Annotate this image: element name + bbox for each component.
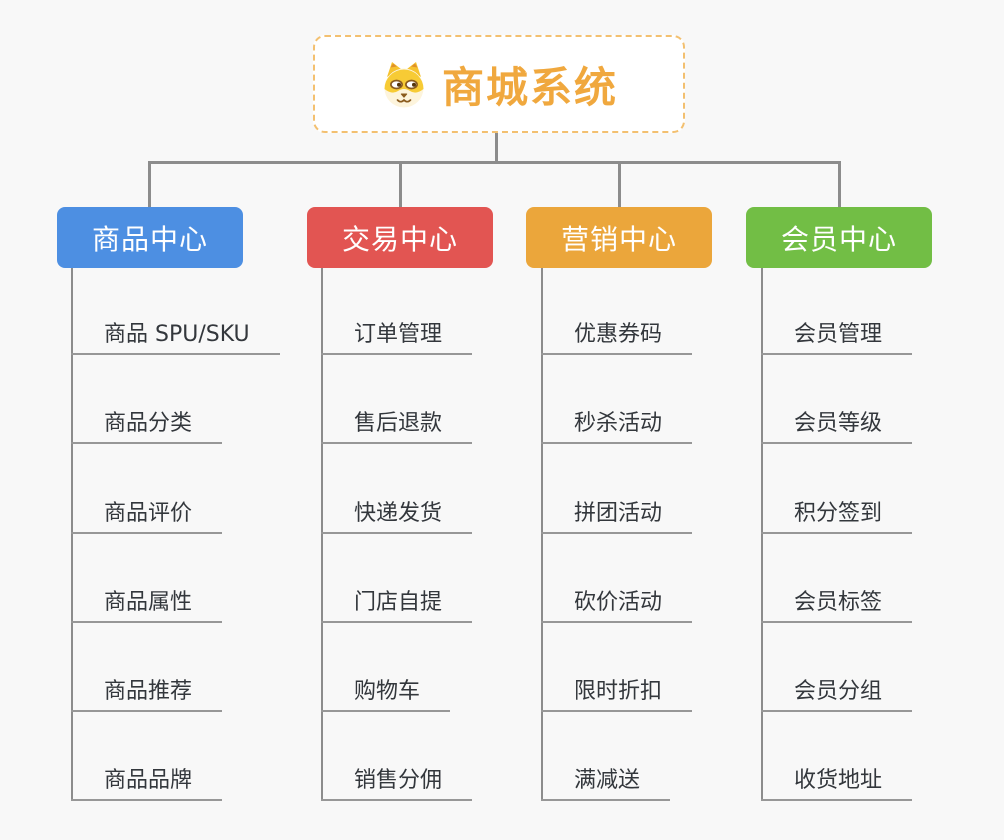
leaf-item[interactable]: 优惠券码	[541, 311, 693, 355]
spine-member	[761, 268, 763, 801]
leaf-item[interactable]: 砍价活动	[541, 579, 693, 623]
leaf-item[interactable]: 秒杀活动	[541, 400, 693, 444]
leaf-item[interactable]: 积分签到	[761, 490, 913, 534]
connector-drop-2	[399, 161, 402, 208]
root-title: 商城系统	[441, 62, 618, 112]
branch-label: 交易中心	[341, 222, 458, 256]
leaf-item[interactable]: 会员标签	[761, 579, 913, 623]
branch-label: 商品中心	[91, 222, 208, 256]
leaf-item[interactable]: 订单管理	[321, 311, 473, 355]
connector-rail	[148, 161, 841, 164]
branch-node-marketing[interactable]: 营销中心	[526, 207, 712, 268]
spine-trade	[321, 268, 323, 801]
leaf-item[interactable]: 售后退款	[321, 400, 473, 444]
spine-product	[71, 268, 73, 801]
leaf-item[interactable]: 商品推荐	[71, 668, 223, 712]
leaf-item[interactable]: 满减送	[541, 757, 671, 801]
branch-label: 营销中心	[560, 222, 677, 256]
branch-node-member[interactable]: 会员中心	[746, 207, 932, 268]
leaf-item[interactable]: 商品分类	[71, 400, 223, 444]
root-node[interactable]: 商城系统	[313, 35, 685, 133]
leaf-item[interactable]: 商品属性	[71, 579, 223, 623]
branch-node-trade[interactable]: 交易中心	[307, 207, 493, 268]
leaf-item[interactable]: 销售分佣	[321, 757, 473, 801]
connector-drop-1	[148, 161, 151, 208]
leaf-item[interactable]: 会员等级	[761, 400, 913, 444]
leaf-item[interactable]: 快递发货	[321, 490, 473, 534]
leaf-item[interactable]: 商品品牌	[71, 757, 223, 801]
leaf-item[interactable]: 收货地址	[761, 757, 913, 801]
leaf-item[interactable]: 门店自提	[321, 579, 473, 623]
leaf-item[interactable]: 拼团活动	[541, 490, 693, 534]
leaf-item[interactable]: 商品 SPU/SKU	[71, 311, 280, 355]
shiba-dog-icon	[380, 59, 428, 109]
connector-drop-3	[618, 161, 621, 208]
branch-label: 会员中心	[780, 222, 897, 256]
branch-node-product[interactable]: 商品中心	[57, 207, 243, 268]
connector-root-drop	[495, 133, 498, 162]
connector-drop-4	[838, 161, 841, 208]
leaf-item[interactable]: 购物车	[321, 668, 451, 712]
leaf-item[interactable]: 商品评价	[71, 490, 223, 534]
leaf-item[interactable]: 会员分组	[761, 668, 913, 712]
leaf-item[interactable]: 会员管理	[761, 311, 913, 355]
spine-marketing	[541, 268, 543, 801]
leaf-item[interactable]: 限时折扣	[541, 668, 693, 712]
